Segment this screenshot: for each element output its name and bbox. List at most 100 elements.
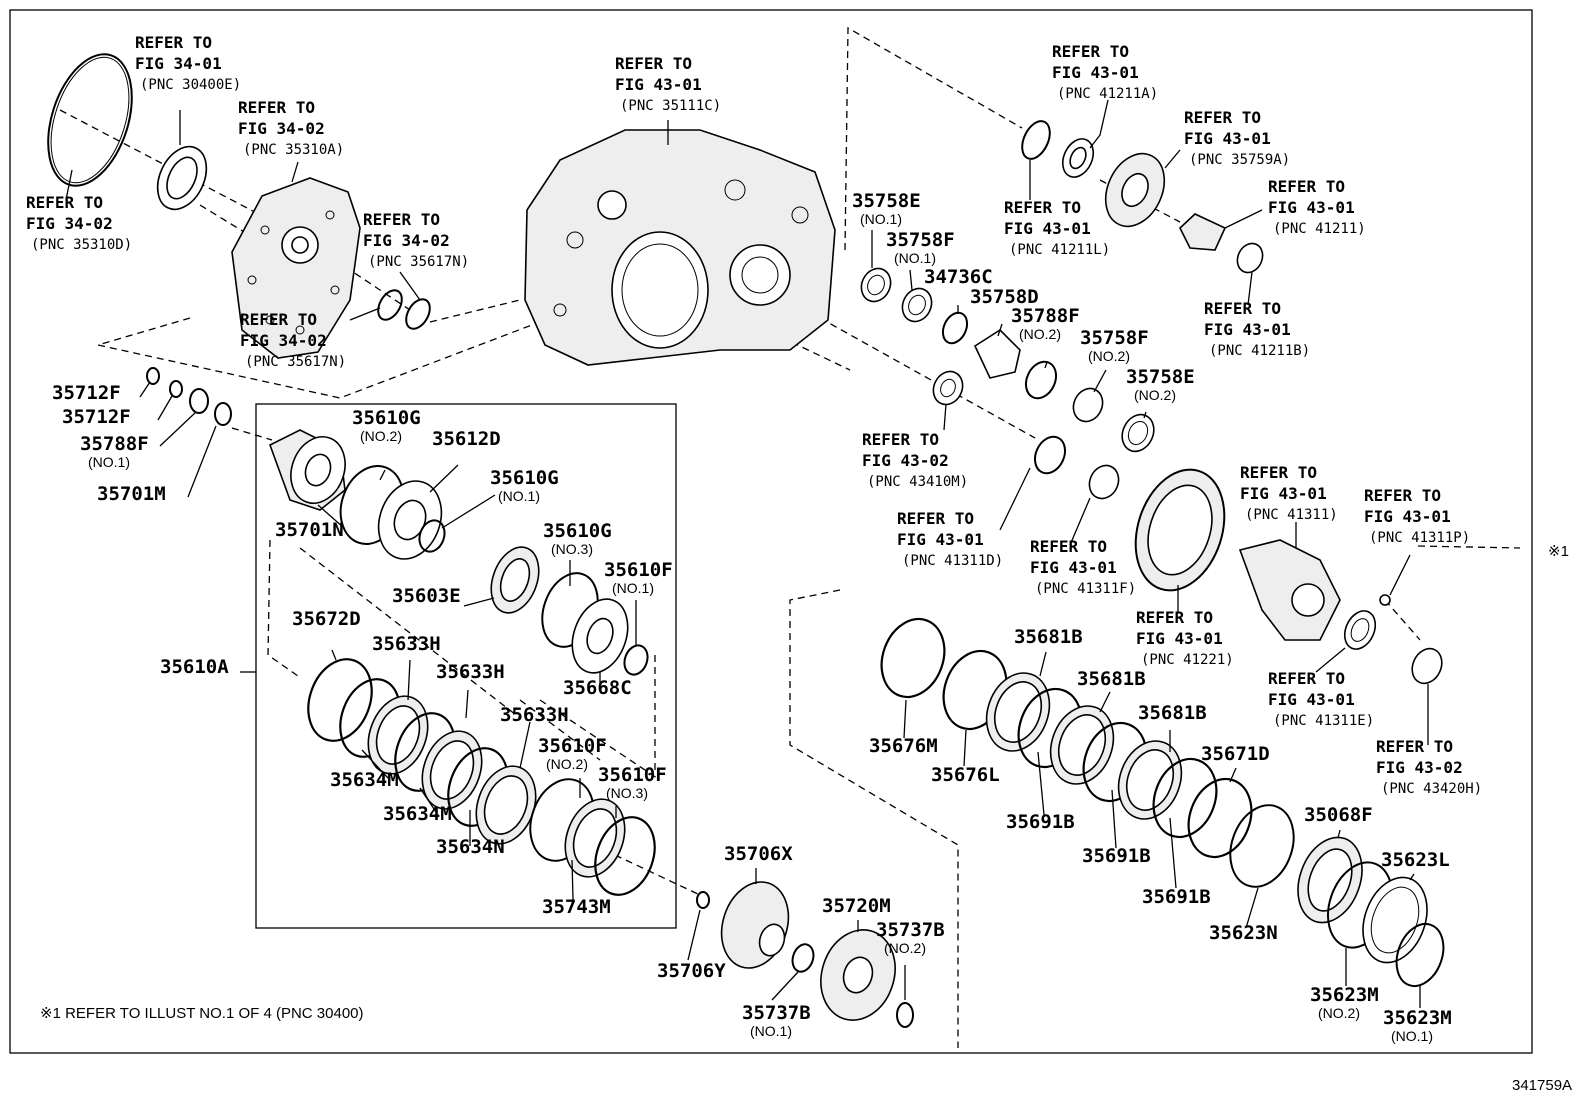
pnc-text: (PNC 41311D)	[902, 553, 1003, 569]
pnc-text: (PNC 35310A)	[243, 142, 344, 158]
pnc-text: (PNC 35759A)	[1189, 152, 1290, 168]
part-number: 35623L	[1381, 849, 1450, 871]
refer-to-text: FIG 43-02	[862, 451, 949, 470]
part-label: 35610G(NO.1)	[490, 467, 559, 504]
refer-to-text: REFER TO	[240, 310, 317, 329]
part-label: 35712F	[52, 382, 121, 404]
part-variant: (NO.1)	[498, 488, 540, 504]
refer-to-text: FIG 43-01	[615, 75, 702, 94]
part-number: 35737B	[742, 1002, 811, 1024]
leader-lines	[65, 99, 1429, 1008]
part-label: 35672D	[292, 608, 361, 630]
refer-to-text: FIG 43-01	[897, 530, 984, 549]
part-label: 35623M(NO.1)	[1383, 1007, 1452, 1044]
part-label: 35691B	[1082, 845, 1151, 867]
part-label: 35671D	[1201, 743, 1270, 765]
refer-to-text: FIG 34-02	[26, 214, 113, 233]
part-label: 35758E(NO.2)	[1126, 366, 1195, 403]
part-label: 35681B	[1138, 702, 1207, 724]
refer-to-text: REFER TO	[1240, 463, 1317, 482]
side-mark: ※1	[1548, 543, 1569, 560]
refer-to-text: REFER TO	[1184, 108, 1261, 127]
part-label: 35720M	[822, 895, 891, 917]
refer-to-text: REFER TO	[1376, 737, 1453, 756]
part-number: 35623M	[1310, 984, 1379, 1006]
refer-to-text: FIG 43-01	[1268, 198, 1355, 217]
refer-to-text: FIG 43-01	[1204, 320, 1291, 339]
part-number: 35603E	[392, 585, 461, 607]
part-variant: (NO.2)	[1019, 326, 1061, 342]
part-number: 35706X	[724, 843, 793, 865]
part-label: 35634M	[383, 803, 452, 825]
part-number: 35610G	[543, 520, 612, 542]
refer-to-text: FIG 34-02	[240, 331, 327, 350]
refer-to-text: FIG 34-01	[135, 54, 222, 73]
pnc-text: (PNC 41311E)	[1273, 713, 1374, 729]
part-label: 35758F(NO.1)	[886, 229, 955, 266]
part-label: 35681B	[1014, 626, 1083, 648]
oil-pump-illustration	[231, 177, 361, 359]
refer-to-text: REFER TO	[1268, 177, 1345, 196]
part-number: 35610F	[604, 559, 673, 581]
part-number: 35788F	[1011, 305, 1080, 327]
part-number: 35634M	[383, 803, 452, 825]
part-number: 35681B	[1138, 702, 1207, 724]
part-number: 35691B	[1006, 811, 1075, 833]
part-number: 35633H	[500, 704, 569, 726]
part-number: 35610F	[598, 764, 667, 786]
part-label: 35706X	[724, 843, 793, 865]
refer-to-text: FIG 43-01	[1136, 629, 1223, 648]
part-label: 35676M	[869, 735, 938, 757]
part-variant: (NO.3)	[606, 785, 648, 801]
refer-to-text: FIG 43-01	[1240, 484, 1327, 503]
part-label: 35758D	[970, 286, 1039, 308]
part-label: 35633H	[500, 704, 569, 726]
part-label: 35743M	[542, 896, 611, 918]
refer-to-text: FIG 43-01	[1030, 558, 1117, 577]
pnc-text: (PNC 41211)	[1273, 221, 1366, 237]
part-label: 35737B(NO.1)	[742, 1002, 811, 1039]
part-label: 35633H	[436, 661, 505, 683]
refer-to-text: REFER TO	[1204, 299, 1281, 318]
part-label: 35701N	[275, 519, 344, 541]
refer-to-text: FIG 43-01	[1004, 219, 1091, 238]
part-number: 35706Y	[657, 960, 726, 982]
part-number: 35758F	[886, 229, 955, 251]
part-variant: (NO.2)	[360, 428, 402, 444]
part-variant: (NO.1)	[612, 580, 654, 596]
part-label: 35706Y	[657, 960, 726, 982]
clutch-group-box	[255, 403, 677, 929]
pnc-text: (PNC 35617N)	[245, 354, 346, 370]
part-label: 35068F	[1304, 804, 1373, 826]
part-label: 35668C	[563, 677, 632, 699]
refer-to-text: REFER TO	[862, 430, 939, 449]
part-number: 35623N	[1209, 922, 1278, 944]
refer-to-text: REFER TO	[1364, 486, 1441, 505]
refer-to-text: REFER TO	[238, 98, 315, 117]
part-number: 35668C	[563, 677, 632, 699]
part-variant: (NO.3)	[551, 541, 593, 557]
part-variant: (NO.1)	[1391, 1028, 1433, 1044]
refer-to-text: FIG 43-01	[1364, 507, 1451, 526]
refer-to-text: FIG 43-01	[1268, 690, 1355, 709]
pnc-text: (PNC 43420H)	[1381, 781, 1482, 797]
pnc-text: (PNC 30400E)	[140, 77, 241, 93]
part-number: 35612D	[432, 428, 501, 450]
part-number: 35676L	[931, 764, 1000, 786]
refer-to-label: REFER TO FIG 43-01 (PNC 41311P)	[1364, 486, 1470, 546]
part-label: 35737B(NO.2)	[876, 919, 945, 956]
part-number: 35788F	[80, 433, 149, 455]
part-label: 35603E	[392, 585, 461, 607]
part-variant: (NO.2)	[1088, 348, 1130, 364]
pnc-text: (PNC 41311P)	[1369, 530, 1470, 546]
part-label: 35623M(NO.2)	[1310, 984, 1379, 1021]
part-illustrations	[47, 53, 1445, 1028]
